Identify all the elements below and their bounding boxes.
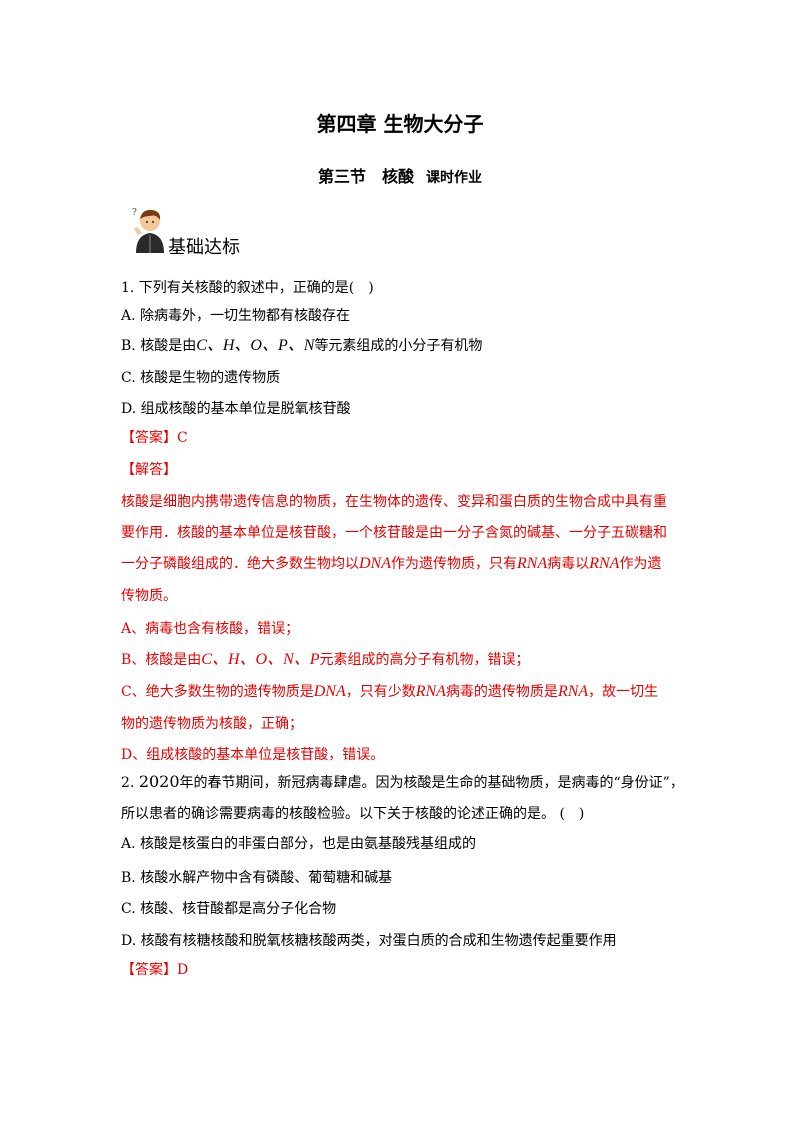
section-heading-label: 基础达标 bbox=[168, 237, 240, 258]
q1-explanation-b: B、核酸是由C、H、O、N、P元素组成的高分子有机物，错误； bbox=[121, 651, 530, 668]
svg-text:?: ? bbox=[132, 208, 137, 218]
q1-explanation-line-3: 一分子磷酸组成的．绝大多数生物均以DNA作为遗传物质，只有RNA病毒以RNA作为… bbox=[121, 555, 662, 572]
q1-answer-tag: 【答案】 bbox=[121, 430, 177, 446]
q1-stem: 1. 下列有关核酸的叙述中，正确的是( ) bbox=[121, 280, 374, 296]
q1-answer-value: C bbox=[177, 430, 188, 446]
q2-answer-value: D bbox=[177, 962, 189, 978]
q2-option-b: B. 核酸水解产物中含有磷酸、葡萄糖和碱基 bbox=[121, 870, 393, 886]
q2-answer: 【答案】D bbox=[121, 960, 188, 980]
q2-stem-line-2: 所以患者的确诊需要病毒的核酸检验。以下关于核酸的论述正确的是。 ( ) bbox=[121, 806, 585, 822]
q2-stem-line-1: 2. 2020年的春节期间，新冠病毒肆虐。因为核酸是生命的基础物质，是病毒的“身… bbox=[121, 772, 684, 791]
q1-option-a: A. 除病毒外，一切生物都有核酸存在 bbox=[121, 308, 351, 324]
q1-analysis-tag: 【解答】 bbox=[121, 462, 177, 478]
q1-explanation-c-cont: 物的遗传物质为核酸，正确； bbox=[121, 716, 303, 732]
q1-explanation-line-4: 传物质。 bbox=[121, 588, 177, 604]
thinking-student-icon: ? bbox=[132, 208, 164, 253]
section-title-sub: 课时作业 bbox=[426, 170, 482, 186]
q1-explanation-a: A、病毒也含有核酸，错误； bbox=[121, 621, 300, 637]
q1-explanation-c: C、绝大多数生物的遗传物质是DNA，只有少数RNA病毒的遗传物质是RNA，故一切… bbox=[121, 683, 659, 700]
q1-option-d: D. 组成核酸的基本单位是脱氧核苷酸 bbox=[121, 401, 351, 417]
q1-option-c: C. 核酸是生物的遗传物质 bbox=[121, 370, 281, 386]
q1-option-b: B. 核酸是由C、H、O、P、N等元素组成的小分子有机物 bbox=[121, 336, 482, 356]
q2-option-a: A. 核酸是核蛋白的非蛋白部分，也是由氨基酸残基组成的 bbox=[121, 836, 477, 852]
q1-answer: 【答案】C bbox=[121, 428, 188, 448]
q1-option-b-pre: B. 核酸是由 bbox=[121, 338, 197, 354]
q2-option-d: D. 核酸有核糖核酸和脱氧核糖核酸两类，对蛋白质的合成和生物遗传起重要作用 bbox=[121, 933, 617, 949]
section-heading: ? 基础达标 bbox=[130, 205, 430, 258]
chapter-title: 第四章 生物大分子 bbox=[316, 112, 484, 136]
q2-answer-tag: 【答案】 bbox=[121, 962, 177, 978]
q1-explanation-line-1: 核酸是细胞内携带遗传信息的物质，在生物体的遗传、变异和蛋白质的生物合成中具有重 bbox=[121, 494, 667, 510]
section-title-main: 第三节 核酸 bbox=[317, 167, 414, 186]
q1-explanation-line-2: 要作用．核酸的基本单位是核苷酸，一个核苷酸是由一分子含氮的碱基、一分子五碳糖和 bbox=[121, 525, 667, 541]
q1-option-b-post: 等元素组成的小分子有机物 bbox=[314, 338, 483, 354]
q1-option-b-elements: C、H、O、P、N bbox=[196, 337, 315, 354]
q1-explanation-d: D、组成核酸的基本单位是核苷酸，错误。 bbox=[121, 747, 385, 763]
q2-option-c: C. 核酸、核苷酸都是高分子化合物 bbox=[121, 901, 337, 917]
section-title: 第三节 核酸课时作业 bbox=[0, 163, 800, 187]
